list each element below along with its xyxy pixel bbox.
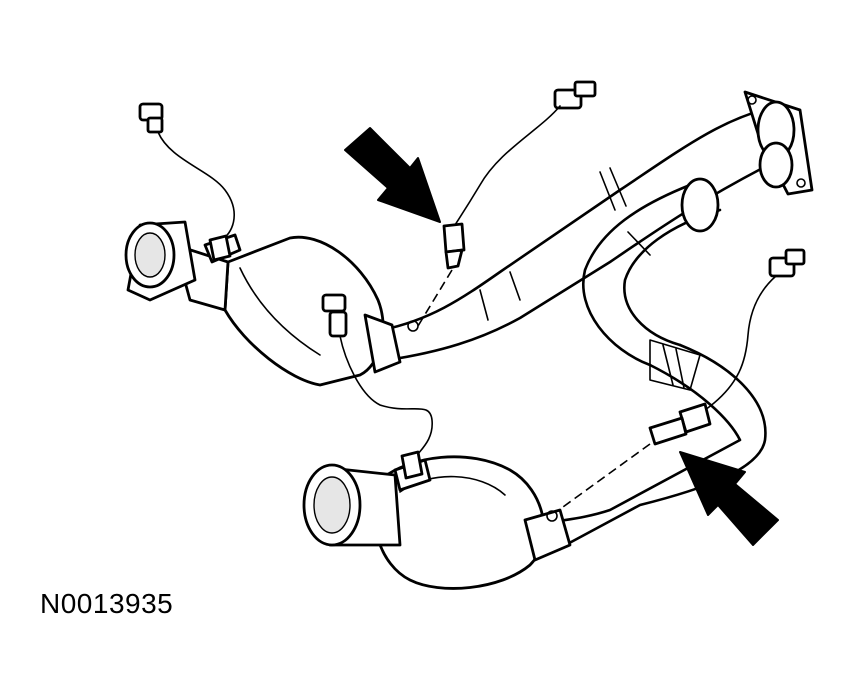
oxygen-sensor-lower [546,248,806,522]
sensor-harness-front-left [138,102,235,262]
figure-id-label: N0013935 [40,588,174,619]
catalytic-converter-lower [302,455,572,590]
sensor-harness-front-right [321,293,433,480]
oxygen-sensor-upper [407,80,597,332]
catalytic-converter-upper [124,220,402,387]
arrow-pointer-icon [344,127,441,223]
arrow-pointer-icon [679,451,779,546]
rear-flange [743,90,814,196]
y-pipe-upper [380,106,780,362]
